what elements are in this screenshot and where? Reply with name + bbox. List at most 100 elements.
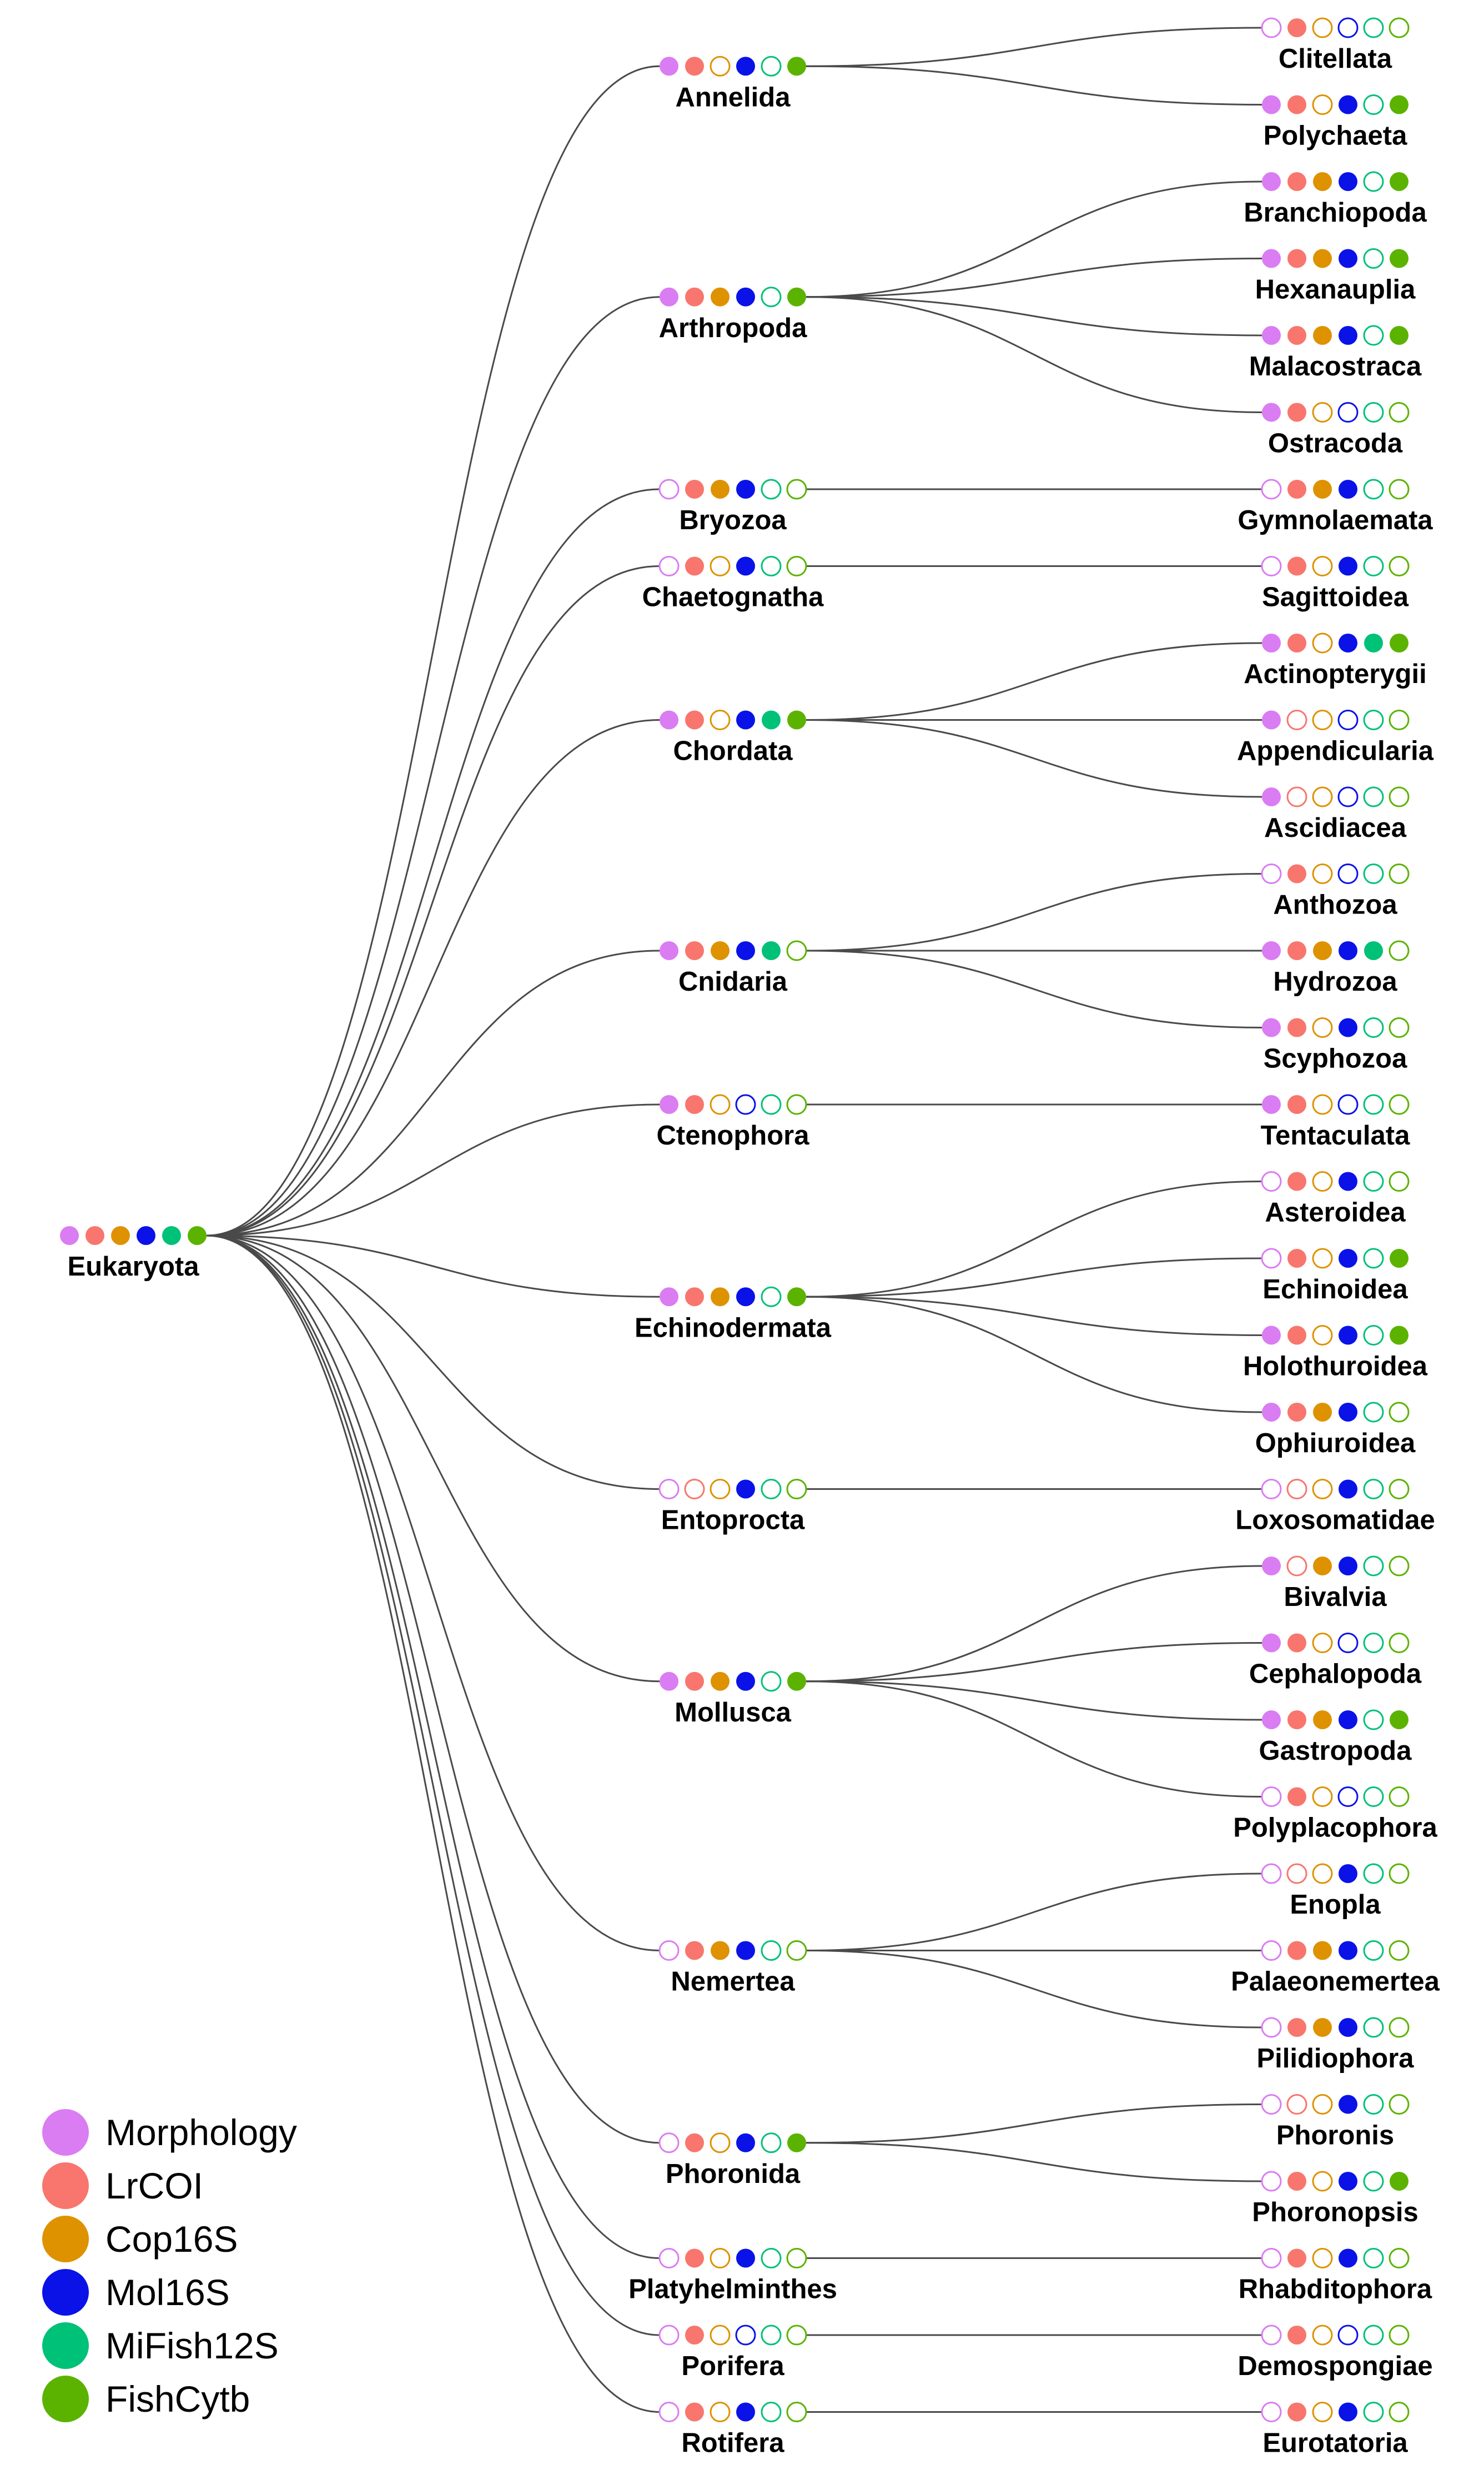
node-phylum-annelida: Annelida bbox=[660, 56, 806, 112]
marker-dot-mol16s-detected bbox=[1339, 2172, 1357, 2191]
marker-dot-mol16s-detected bbox=[1339, 1249, 1357, 1268]
marker-dot-fishcytb-absent bbox=[786, 1940, 807, 1961]
marker-dot-lrcoi-detected bbox=[1287, 1018, 1306, 1037]
marker-dot-morphology-detected bbox=[660, 1671, 678, 1691]
marker-dot-lrcoi-detected bbox=[685, 287, 704, 307]
marker-dot-mol16s-detected bbox=[736, 57, 755, 76]
marker-dot-mol16s-detected bbox=[736, 2133, 755, 2152]
marker-dot-mol16s-absent bbox=[1337, 710, 1359, 730]
node-class-bivalvia: Bivalvia bbox=[1262, 1555, 1410, 1612]
edge-rotifera bbox=[206, 1234, 660, 2413]
marker-dot-fishcytb-absent bbox=[786, 940, 807, 961]
marker-dot-fishcytb-absent bbox=[1389, 556, 1410, 576]
marker-dot-mifish12s-absent bbox=[1363, 2017, 1384, 2038]
legend-item-lrcoi: LrCOI bbox=[42, 2162, 203, 2209]
node-label: Polychaeta bbox=[1264, 121, 1407, 151]
marker-dot-lrcoi-detected bbox=[1287, 2402, 1306, 2422]
marker-dot-lrcoi-detected bbox=[1287, 1941, 1306, 1960]
edge-asteroidea bbox=[806, 1181, 1262, 1298]
edge-platyhelminthes bbox=[206, 1234, 660, 2259]
node-class-phoronopsis: Phoronopsis bbox=[1252, 2171, 1418, 2227]
marker-dot-fishcytb-detected bbox=[787, 710, 806, 730]
edge-ophiuroidea bbox=[806, 1296, 1262, 1413]
node-label: Hexanauplia bbox=[1255, 275, 1416, 305]
marker-dot-cop16s-absent bbox=[1312, 94, 1333, 115]
marker-dot-lrcoi-detected bbox=[1287, 556, 1306, 576]
node-phylum-chaetognatha: Chaetognatha bbox=[642, 556, 824, 613]
marker-dot-morphology-detected bbox=[1262, 1018, 1281, 1037]
marker-dot-mifish12s-absent bbox=[1363, 864, 1384, 884]
edge-echinoidea bbox=[806, 1257, 1262, 1298]
edge-cephalopoda bbox=[806, 1642, 1262, 1683]
marker-dot-mifish12s-absent bbox=[1363, 248, 1384, 269]
marker-dot-mol16s-absent bbox=[735, 1094, 756, 1115]
marker-dot-cop16s-absent bbox=[710, 2248, 731, 2268]
edge-annelida bbox=[206, 65, 660, 1237]
marker-dot-mifish12s-absent bbox=[761, 287, 782, 308]
marker-dot-mifish12s-absent bbox=[761, 56, 782, 77]
node-class-clitellata: Clitellata bbox=[1261, 17, 1410, 74]
marker-dot-mifish12s-detected bbox=[762, 941, 781, 960]
marker-dot-lrcoi-detected bbox=[1287, 2326, 1306, 2345]
marker-dot-cop16s-absent bbox=[1312, 1479, 1333, 1499]
node-label: Rotifera bbox=[681, 2428, 784, 2458]
marker-dot-morphology-detected bbox=[660, 57, 678, 76]
node-label: Platyhelminthes bbox=[628, 2275, 837, 2305]
marker-dot-mol16s-detected bbox=[736, 1671, 755, 1691]
node-label: Cephalopoda bbox=[1249, 1659, 1422, 1689]
marker-dot-mifish12s-absent bbox=[1363, 1248, 1384, 1269]
marker-dot-morphology-absent bbox=[1261, 1940, 1282, 1961]
marker-dot-morphology-detected bbox=[1262, 95, 1281, 114]
edge-scyphozoa bbox=[806, 950, 1262, 1028]
marker-dot-lrcoi-absent bbox=[1286, 1555, 1307, 1577]
node-label: Enopla bbox=[1290, 1890, 1381, 1920]
marker-dot-morphology-absent bbox=[1261, 864, 1282, 884]
node-class-sagittoidea: Sagittoidea bbox=[1261, 556, 1410, 613]
legend-label: Mol16S bbox=[105, 2272, 230, 2313]
node-class-anthozoa: Anthozoa bbox=[1261, 864, 1410, 920]
marker-dot-fishcytb-detected bbox=[1390, 1326, 1408, 1345]
node-label: Bivalvia bbox=[1284, 1582, 1387, 1612]
edge-pilidiophora bbox=[806, 1950, 1262, 2029]
node-class-loxosomatidae: Loxosomatidae bbox=[1235, 1479, 1435, 1535]
marker-dot-morphology-detected bbox=[660, 1095, 678, 1114]
marker-dot-morphology-absent bbox=[1261, 1479, 1282, 1499]
marker-dot-cop16s-absent bbox=[1312, 2094, 1333, 2115]
marker-dot-cop16s-absent bbox=[1312, 402, 1333, 423]
marker-dot-morphology-absent bbox=[1261, 479, 1282, 500]
marker-dot-mifish12s-detected bbox=[762, 710, 781, 730]
node-label: Ophiuroidea bbox=[1255, 1428, 1416, 1458]
marker-dot-mifish12s-absent bbox=[1363, 402, 1384, 423]
marker-dot-mifish12s-absent bbox=[1363, 325, 1384, 346]
marker-dot-cop16s-absent bbox=[1312, 632, 1333, 654]
legend-label: MiFish12S bbox=[105, 2325, 279, 2366]
marker-dot-mol16s-detected bbox=[736, 1941, 755, 1960]
node-class-ascidiacea: Ascidiacea bbox=[1262, 786, 1410, 843]
marker-dot-fishcytb-absent bbox=[1389, 17, 1410, 38]
marker-dot-mifish12s-absent bbox=[761, 2132, 782, 2153]
node-class-cephalopoda: Cephalopoda bbox=[1249, 1633, 1422, 1689]
marker-dot-fishcytb-absent bbox=[1389, 1940, 1410, 1961]
node-label: Eukaryota bbox=[68, 1252, 200, 1282]
marker-dot-fishcytb-detected bbox=[1390, 172, 1408, 191]
marker-dot-mol16s-detected bbox=[736, 2248, 755, 2268]
node-phylum-platyhelminthes: Platyhelminthes bbox=[628, 2248, 837, 2305]
node-class-polyplacophora: Polyplacophora bbox=[1233, 1786, 1438, 1843]
legend-swatch bbox=[42, 2269, 89, 2316]
marker-dot-fishcytb-absent bbox=[1389, 1555, 1410, 1577]
marker-dot-mifish12s-absent bbox=[1363, 171, 1384, 192]
marker-dot-morphology-detected bbox=[1262, 710, 1281, 730]
marker-dot-cop16s-detected bbox=[711, 480, 730, 499]
marker-dot-mifish12s-detected bbox=[162, 1226, 181, 1245]
marker-dot-cop16s-absent bbox=[710, 2325, 731, 2346]
marker-dot-cop16s-absent bbox=[710, 710, 731, 730]
marker-dot-lrcoi-detected bbox=[685, 2248, 704, 2268]
marker-dot-mol16s-detected bbox=[1339, 2402, 1357, 2422]
marker-dot-cop16s-detected bbox=[1313, 480, 1332, 499]
node-label: Entoprocta bbox=[661, 1505, 805, 1535]
marker-dot-mol16s-detected bbox=[736, 1287, 755, 1307]
marker-dot-morphology-detected bbox=[1262, 172, 1281, 191]
marker-dot-morphology-detected bbox=[1262, 1633, 1281, 1653]
marker-dot-morphology-absent bbox=[1261, 1786, 1282, 1807]
node-label: Actinopterygii bbox=[1244, 659, 1426, 689]
